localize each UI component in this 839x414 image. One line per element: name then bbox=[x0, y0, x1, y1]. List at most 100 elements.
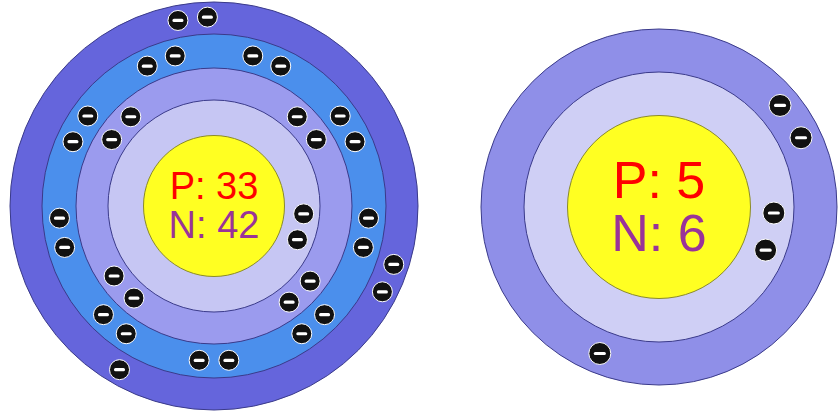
minus-sign bbox=[247, 54, 258, 57]
neutron-count: N: 42 bbox=[169, 206, 260, 245]
minus-sign bbox=[388, 263, 399, 266]
electron-body bbox=[271, 56, 291, 76]
minus-sign bbox=[795, 136, 807, 139]
electron bbox=[330, 106, 350, 126]
electron-body bbox=[790, 127, 812, 149]
minus-sign bbox=[319, 313, 330, 316]
arsenic-shells bbox=[10, 2, 418, 410]
electron-body bbox=[243, 46, 263, 66]
minus-sign bbox=[760, 248, 772, 251]
proton-count: P: 5 bbox=[613, 154, 706, 207]
minus-sign bbox=[275, 64, 286, 67]
electron bbox=[345, 132, 365, 152]
minus-sign bbox=[67, 140, 78, 143]
electron-body bbox=[315, 305, 335, 325]
electron-body bbox=[755, 239, 777, 261]
electron-body bbox=[110, 360, 130, 380]
electron-body bbox=[292, 324, 312, 344]
electron-body bbox=[372, 282, 392, 302]
electron-body bbox=[287, 107, 307, 127]
minus-sign bbox=[292, 115, 303, 118]
minus-sign bbox=[170, 54, 181, 57]
electron-body bbox=[63, 132, 83, 152]
minus-sign bbox=[363, 217, 374, 220]
electron-body bbox=[384, 254, 404, 274]
electron-body bbox=[137, 56, 157, 76]
electron-body bbox=[589, 342, 611, 364]
electron bbox=[353, 237, 373, 257]
minus-sign bbox=[335, 114, 346, 117]
electron bbox=[769, 94, 791, 116]
nucleus: P: 33N: 42 bbox=[143, 135, 285, 277]
electron-body bbox=[93, 305, 113, 325]
minus-sign bbox=[223, 359, 234, 362]
minus-sign bbox=[358, 246, 369, 249]
electron bbox=[219, 350, 239, 370]
electron bbox=[294, 204, 314, 224]
minus-sign bbox=[59, 246, 70, 249]
electron-body bbox=[287, 230, 307, 250]
electron-body bbox=[294, 204, 314, 224]
electron bbox=[189, 350, 209, 370]
electron bbox=[110, 360, 130, 380]
electron-body bbox=[124, 288, 144, 308]
electron-body bbox=[769, 94, 791, 116]
proton-count: P: 33 bbox=[170, 167, 259, 206]
electron bbox=[63, 132, 83, 152]
minus-sign bbox=[121, 332, 132, 335]
electron-body bbox=[353, 237, 373, 257]
electron bbox=[300, 271, 320, 291]
minus-sign bbox=[98, 313, 109, 316]
nucleus-circle bbox=[144, 136, 285, 277]
electron-body bbox=[49, 208, 69, 228]
electron bbox=[197, 7, 217, 27]
electron bbox=[137, 56, 157, 76]
minus-sign bbox=[82, 114, 93, 117]
electron-body bbox=[306, 130, 326, 150]
electron bbox=[384, 254, 404, 274]
electron-body bbox=[165, 46, 185, 66]
minus-sign bbox=[768, 211, 780, 214]
electron bbox=[102, 130, 122, 150]
minus-sign bbox=[774, 104, 786, 107]
electron bbox=[55, 237, 75, 257]
minus-sign bbox=[284, 301, 295, 304]
minus-sign bbox=[106, 138, 117, 141]
electron bbox=[279, 292, 299, 312]
minus-sign bbox=[350, 140, 361, 143]
minus-sign bbox=[292, 238, 303, 241]
electron-body bbox=[102, 130, 122, 150]
minus-sign bbox=[296, 332, 307, 335]
electron bbox=[78, 106, 98, 126]
minus-sign bbox=[109, 274, 120, 277]
electron-body bbox=[197, 7, 217, 27]
shell-band bbox=[10, 2, 418, 410]
electron-body bbox=[359, 208, 379, 228]
electron-body bbox=[78, 106, 98, 126]
electron-body bbox=[104, 266, 124, 286]
electron-body bbox=[55, 237, 75, 257]
minus-sign bbox=[298, 212, 309, 215]
electron-body bbox=[168, 10, 188, 30]
electron bbox=[292, 324, 312, 344]
electron bbox=[359, 208, 379, 228]
shell-band bbox=[481, 29, 837, 385]
electron bbox=[124, 288, 144, 308]
neutron-count: N: 6 bbox=[611, 207, 706, 260]
nucleus: P: 5N: 6 bbox=[567, 115, 751, 299]
shell-band bbox=[524, 72, 794, 342]
electron-body bbox=[279, 292, 299, 312]
electron bbox=[790, 127, 812, 149]
boron-shells bbox=[481, 29, 837, 385]
minus-sign bbox=[311, 138, 322, 141]
electron bbox=[168, 10, 188, 30]
electron bbox=[306, 130, 326, 150]
shell-band bbox=[42, 34, 386, 378]
minus-sign bbox=[194, 359, 205, 362]
minus-sign bbox=[377, 290, 388, 293]
electron bbox=[589, 342, 611, 364]
shell-band bbox=[76, 68, 352, 344]
minus-sign bbox=[202, 16, 213, 19]
electron bbox=[755, 239, 777, 261]
electron-body bbox=[345, 132, 365, 152]
